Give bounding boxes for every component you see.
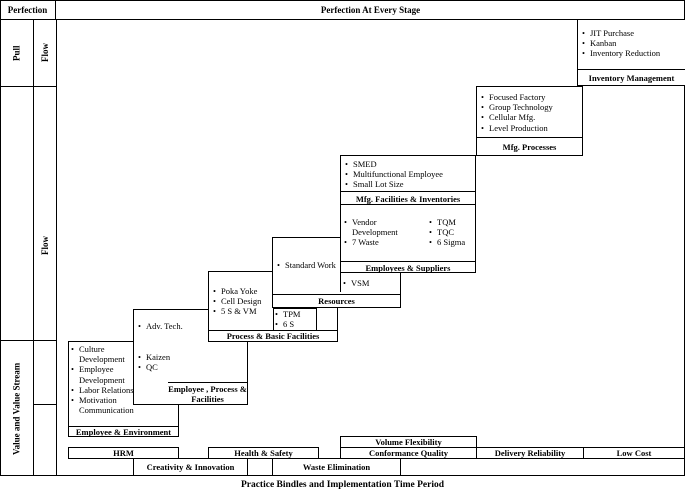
list-item: SMED [345,159,475,169]
flow-top-label: Flow [40,43,50,63]
stage-inventory-management: JIT Purchase Kanban Inventory Reduction … [577,20,685,86]
list-item: Cellular Mfg. [481,112,581,122]
perfection-label: Perfection [0,0,56,20]
left-row-divider-1 [0,86,57,87]
list-item: TPM [275,309,317,319]
hrm-cell: HRM [68,447,179,459]
list-item: Labor Relations [71,385,135,395]
spacer-cell [247,458,273,476]
main-title: Perfection At Every Stage [56,0,685,20]
list-item: QC [138,362,238,372]
list-item: TQM [429,217,475,227]
mfg-processes-title: Mfg. Processes [477,137,582,156]
mfg-facilities-title: Mfg. Facilities & Inventories [341,191,475,205]
list-item: 6 Sigma [429,237,475,247]
process-basic-title: Process & Basic Facilities [209,330,337,342]
list-item: TQC [429,227,475,237]
list-item: Group Technology [481,102,581,112]
stage-mfg-facilities: SMED Multifunctional Employee Small Lot … [340,155,476,205]
stage-mfg-processes: Focused Factory Group Technology Cellula… [476,86,583,156]
inventory-management-items: JIT Purchase Kanban Inventory Reduction [582,28,682,59]
flow-mid-label: Flow [40,236,50,255]
process-basic-subbox: TPM 6 S [273,308,317,330]
employee-environment-items: Culture Development Employee Development… [71,344,135,415]
pull-label: Pull [11,45,22,61]
list-item: Vendor Development [344,217,424,237]
waste-elimination-cell: Waste Elimination [272,458,401,476]
list-item: 7 Waste [344,237,424,247]
low-cost-cell: Low Cost [583,447,685,459]
employees-suppliers-title: Employees & Suppliers [341,261,475,273]
list-item: Focused Factory [481,92,581,102]
left-divider [33,20,34,476]
list-item: Level Production [481,123,581,133]
list-item: Employee Development [71,364,135,384]
delivery-reliability-cell: Delivery Reliability [476,447,584,459]
employee-process-title: Employee , Process & Facilities [168,382,247,404]
employee-environment-title: Employee & Environment [69,426,178,437]
list-item: Motivation Communication [71,395,135,415]
list-item: Poka Yoke [213,286,275,296]
list-item: Adv. Tech. [138,321,238,331]
list-item: Inventory Reduction [582,48,682,58]
mfg-processes-items: Focused Factory Group Technology Cellula… [481,92,581,133]
list-item: Kaizen [138,352,238,362]
resources-items: Standard Work [277,260,339,270]
employees-suppliers-col1: Vendor Development 7 Waste [344,217,424,248]
list-item: VSM [343,278,399,288]
list-item: Multifunctional Employee [345,169,475,179]
list-item: JIT Purchase [582,28,682,38]
footer-caption: Practice Bindles and Implementation Time… [240,480,445,490]
value-stream-label: Value and Value Stream [11,362,22,455]
resources-title: Resources [273,294,400,308]
list-item: Kanban [582,38,682,48]
list-item: Standard Work [277,260,339,270]
resources-sub-items: VSM [343,278,399,288]
list-item: 6 S [275,319,317,329]
employee-process-col2: Kaizen QC [138,352,238,373]
list-item: Cell Design [213,296,275,306]
list-item: Culture Development [71,344,135,364]
list-item: Small Lot Size [345,179,475,189]
employee-process-col1: Adv. Tech. [138,321,238,331]
process-basic-items: Poka Yoke Cell Design 5 S & VM [213,286,275,317]
list-item: 5 S & VM [213,306,275,316]
resources-subbox: VSM [340,272,402,292]
inventory-management-title: Inventory Management [578,69,685,85]
process-basic-sub-items: TPM 6 S [275,309,317,330]
creativity-innovation-cell: Creativity & Innovation [133,458,248,476]
left-row-divider-3 [34,404,57,405]
employees-suppliers-col2: TQM TQC 6 Sigma [429,217,475,248]
stage-employees-suppliers: Vendor Development 7 Waste TQM TQC 6 Sig… [340,204,476,273]
mfg-facilities-items: SMED Multifunctional Employee Small Lot … [345,159,475,190]
left-column-divider [56,20,57,476]
left-row-divider-2 [0,340,57,341]
